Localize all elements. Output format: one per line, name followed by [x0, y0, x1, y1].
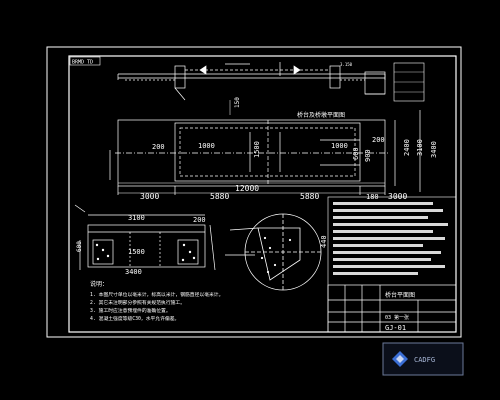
note-line-3: 3. 施工时应注意预埋件的准确位置。 — [90, 307, 171, 314]
dim-150: 150 — [234, 97, 241, 108]
note-line-2: 2. 其它未注明部分参照有关规范执行施工。 — [90, 299, 185, 306]
circle-dim-440: 440 — [320, 235, 328, 248]
section-view — [74, 204, 216, 271]
section-dim-3100: 3100 — [128, 214, 145, 222]
elevation-label: 3.150 — [340, 62, 353, 67]
inner-frame — [68, 55, 457, 333]
dim-1000: 1000 — [198, 142, 215, 150]
note-line-4: 4. 混凝土强度等级C30，水平允许偏差。 — [90, 315, 179, 322]
materials-list — [327, 196, 457, 333]
logo-text: CADFG — [414, 356, 435, 364]
title-block — [327, 284, 457, 333]
outer-frame — [46, 46, 462, 338]
notes-title: 说明： — [90, 280, 108, 288]
dim-600: 600 — [352, 147, 360, 160]
dim-3100: 3100 — [416, 139, 424, 156]
circle-detail — [225, 213, 322, 291]
title-code: GJ-01 — [385, 324, 406, 332]
dim-200: 200 — [152, 143, 165, 151]
section-hatch — [95, 243, 196, 262]
title-sheet-no: 03 第一张 — [385, 314, 409, 321]
dim-200b: 200 — [372, 136, 385, 144]
section-dim-200: 200 — [193, 216, 206, 224]
circle-hatch — [260, 236, 292, 274]
logo-mark-icon — [392, 351, 408, 367]
dim-3000b: 3000 — [388, 192, 407, 201]
plan-view — [109, 110, 421, 195]
dim-1500: 1500 — [253, 141, 261, 158]
dim-5880b: 5880 — [300, 192, 319, 201]
corner-tag: BRMD TD — [72, 60, 93, 66]
section-dim-3400: 3400 — [125, 268, 142, 276]
section-dim-600: 600 — [76, 241, 83, 252]
note-line-1: 1. 本图尺寸单位以毫米计，标高以米计，钢筋直径以毫米计。 — [90, 291, 223, 298]
dim-2400: 2400 — [403, 139, 411, 156]
section-dim-1500: 1500 — [128, 248, 145, 256]
dim-12000: 12000 — [235, 184, 259, 193]
plan-title: 桥台及桥墩平面图 — [297, 111, 345, 119]
logo-badge: CADFG — [382, 342, 464, 376]
dim-3400: 3400 — [430, 141, 438, 158]
title-drawing-name: 桥台平面图 — [385, 291, 415, 299]
dim-1000b: 1000 — [331, 142, 348, 150]
top-elevation-view — [117, 62, 386, 101]
dim-3000a: 3000 — [140, 192, 159, 201]
dim-5880a: 5880 — [210, 192, 229, 201]
dim-900: 900 — [364, 149, 372, 162]
